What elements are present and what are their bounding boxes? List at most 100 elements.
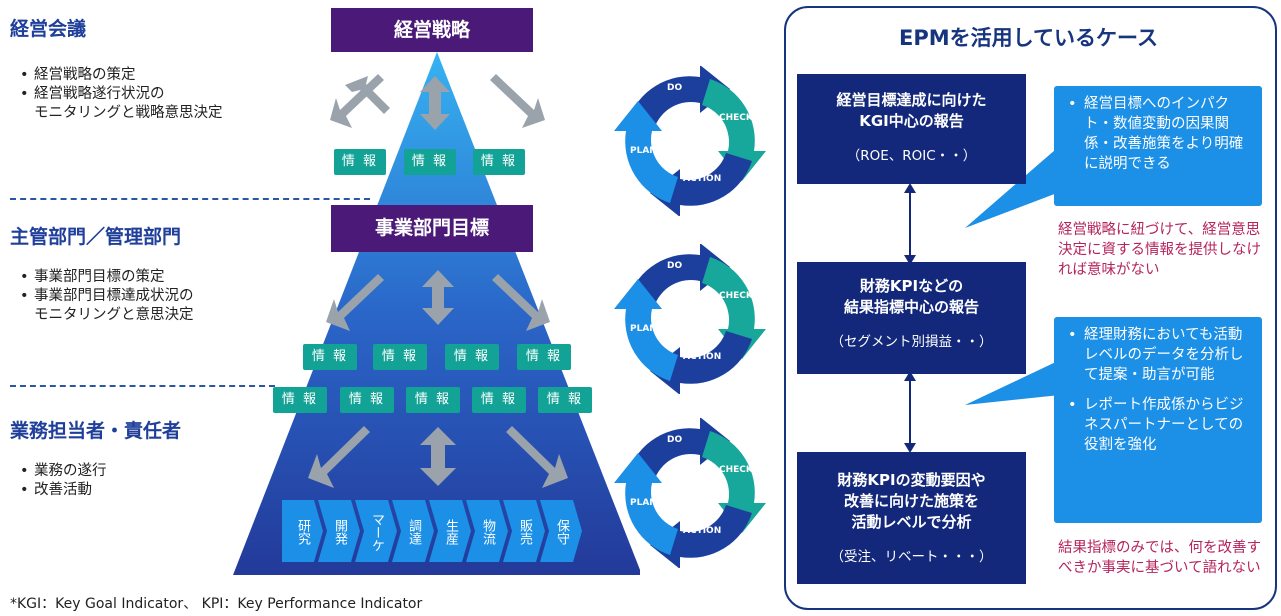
report-box-financial-kpi: 財務KPIなどの 結果指標中心の報告 （セグメント別損益・・） [797,262,1026,374]
action-label: ACTION [683,174,722,184]
check-segment [702,79,766,181]
callout-pointers [965,150,1065,405]
info-tag: 情 報 [340,387,394,413]
plan-label: PLAN [630,146,657,156]
callout-item: レポート作成係からビジネスパートナーとしての役割を強化 [1068,395,1252,455]
pdca-cycle-3 [614,418,766,568]
do-segment [628,244,730,307]
info-tag: 情 報 [404,149,456,175]
process-procurement: 調達 [406,519,421,545]
report-heading: 財務KPIの変動要因や 改善に向けた施策を 活動レベルで分析 [837,471,986,531]
section-title-staff: 業務担当者・責任者 [10,420,182,442]
action-segment [650,153,752,216]
info-tag: 情 報 [472,387,526,413]
callout-benefit-1: 経営目標へのインパクト・数値変動の因果関係・改善施策をより明確に説明できる [1054,86,1262,206]
info-tag: 情 報 [303,344,357,370]
process-chevron [355,500,397,562]
callout-item: 経理財務においても活動レベルのデータを分析して提案・助言が可能 [1068,325,1252,385]
bullet-item: 業務の遂行 [20,462,107,481]
report-examples: （受注、リベート・・・） [830,549,993,565]
info-tag: 情 報 [538,387,592,413]
check-segment [702,257,766,359]
info-tag: 情 報 [406,387,460,413]
vertical-connectors [904,183,916,453]
process-chevron [318,500,360,562]
report-heading: 経営目標達成に向けた KGI中心の報告 [836,91,987,130]
bullet-item: 経営戦略遂行状況の モニタリングと戦略意思決定 [20,85,223,123]
departments-bullets: 事業部門目標の策定 事業部門目標達成状況の モニタリングと意思決定 [20,268,194,325]
check-label: CHECK [719,113,753,123]
action-segment [650,505,752,568]
diagonal-arrow-icon [490,74,545,128]
pdca-cycle-2 [614,244,766,394]
process-logistics: 物流 [480,519,495,545]
info-tag: 情 報 [517,344,571,370]
process-sales: 販売 [517,519,532,545]
action-label: ACTION [683,352,722,362]
do-label: DO [667,261,683,271]
process-production: 生産 [443,519,458,545]
info-tag: 情 報 [334,149,386,175]
check-label: CHECK [719,465,753,475]
process-marketing: マーケ [369,512,384,552]
note-result-indicators: 結果指標のみでは、何を改善すべきか事実に基づいて語れない [1058,540,1261,576]
do-segment [628,66,730,129]
note-strategy-link: 経営戦略に紐づけて、経営意思決定に資する情報を提供しなければ意味がない [1058,222,1261,278]
report-examples: （セグメント別損益・・） [830,334,993,350]
divider [10,198,370,200]
diagonal-arrow-icon [492,274,550,331]
process-chevron [503,500,545,562]
report-box-kgi: 経営目標達成に向けた KGI中心の報告 （ROE、ROIC・・） [797,74,1026,184]
section-title-management-meeting: 経営会議 [10,18,87,40]
plan-label: PLAN [630,498,657,508]
info-tag: 情 報 [445,344,499,370]
vertical-arrow-icon [422,270,454,325]
info-tag: 情 報 [373,344,427,370]
vertical-arrow-icon [420,76,450,130]
divider [10,385,275,387]
arrows-row-3 [308,426,568,488]
callout-benefit-2: 経理財務においても活動レベルのデータを分析して提案・助言が可能 レポート作成係か… [1054,317,1262,523]
callout-item: 経営目標へのインパクト・数値変動の因果関係・改善施策をより明確に説明できる [1068,94,1252,174]
check-segment [702,431,766,533]
action-label: ACTION [683,526,722,536]
check-label: CHECK [719,291,753,301]
pdca-cycle-1 [614,66,766,216]
process-chevron [392,500,434,562]
bullet-item: 改善活動 [20,481,107,500]
do-label: DO [667,435,683,445]
plan-segment [614,279,678,381]
bullet-item: 事業部門目標達成状況の モニタリングと意思決定 [20,287,194,325]
process-development: 開発 [332,519,347,545]
management-meeting-bullets: 経営戦略の策定 経営戦略遂行状況の モニタリングと戦略意思決定 [20,66,223,123]
bullet-item: 事業部門目標の策定 [20,268,194,287]
process-maintenance: 保守 [554,519,569,545]
process-chevrons [282,500,582,562]
epm-case-panel [784,6,1277,610]
do-segment [628,418,730,481]
arrows-row-1 [330,74,545,130]
staff-bullets: 業務の遂行 改善活動 [20,462,107,500]
info-tag: 情 報 [473,149,525,175]
report-examples: （ROE、ROIC・・） [846,148,977,164]
diagonal-arrow-icon [308,426,370,488]
business-goal-label: 事業部門目標 [331,205,533,252]
panel-title: EPMを活用しているケース [899,26,1158,50]
do-label: DO [667,83,683,93]
plan-segment [614,101,678,203]
process-chevron [282,500,323,562]
diagonal-arrow-icon [330,74,384,128]
diagonal-arrow-icon [506,426,568,488]
report-heading: 財務KPIなどの 結果指標中心の報告 [843,277,979,316]
plan-label: PLAN [630,324,657,334]
vertical-arrow-icon [420,427,456,486]
process-chevron [466,500,508,562]
process-chevron [540,500,582,562]
process-chevron [429,500,471,562]
action-segment [650,331,752,394]
info-tag: 情 報 [273,387,327,413]
report-box-activity-analysis: 財務KPIの変動要因や 改善に向けた施策を 活動レベルで分析 （受注、リベート・… [797,452,1026,584]
section-title-departments: 主管部門／管理部門 [10,226,182,248]
bullet-item: 経営戦略の策定 [20,66,223,85]
process-research: 研究 [295,519,310,545]
